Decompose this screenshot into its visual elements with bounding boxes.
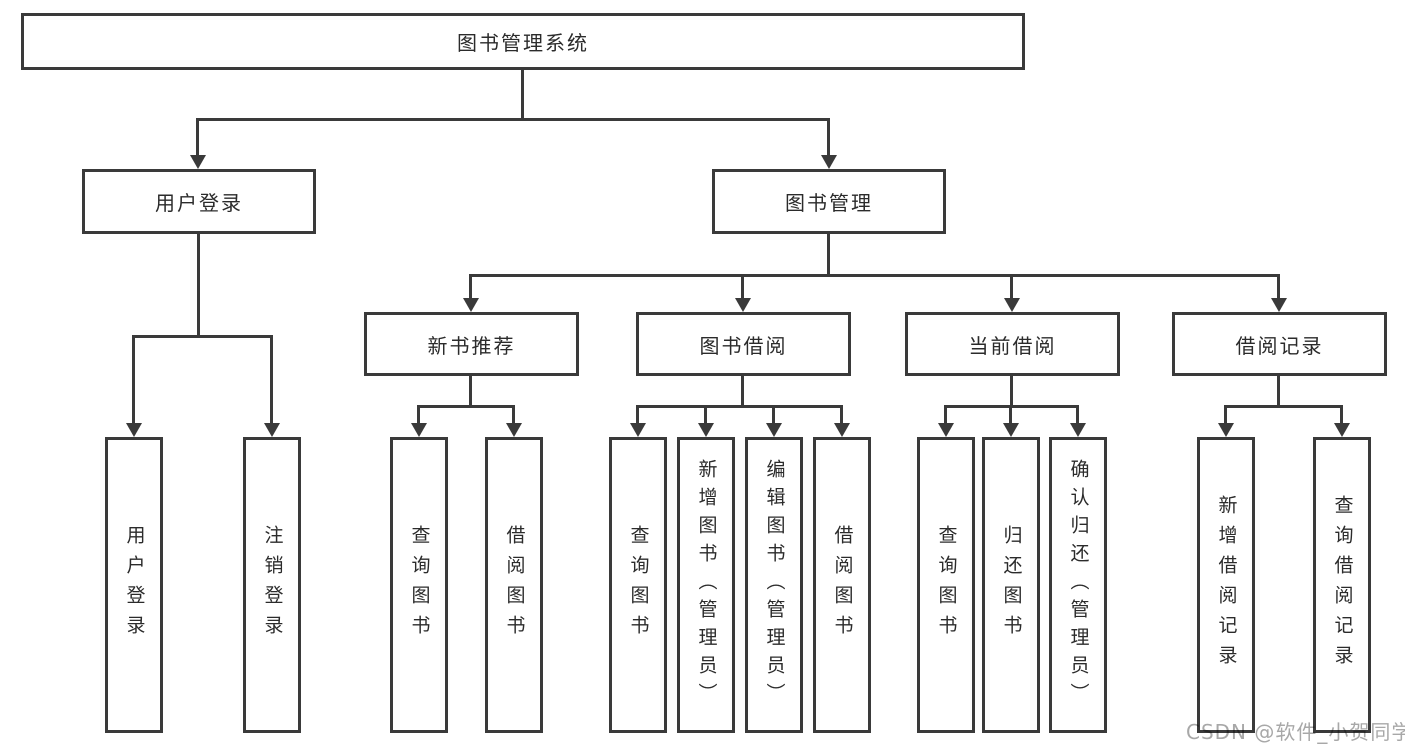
connector-line — [1277, 376, 1280, 408]
connector-branch — [417, 405, 515, 408]
arrow-down-icon — [1003, 423, 1019, 437]
arrow-down-icon — [1218, 423, 1234, 437]
arrow-down-icon — [1004, 298, 1020, 312]
connector-line — [417, 405, 420, 426]
connector-root-stem — [521, 70, 524, 120]
leaf-query-books-borrowing: 查询图书 — [609, 437, 667, 733]
connector-line — [1010, 376, 1013, 408]
node-book-borrowing: 图书借阅 — [636, 312, 851, 376]
connector-root-branch — [196, 118, 830, 121]
arrow-down-icon — [1271, 298, 1287, 312]
node-user-login: 用户登录 — [82, 169, 316, 234]
connector-line — [1009, 405, 1012, 426]
connector-line — [469, 274, 472, 301]
arrow-down-icon — [463, 298, 479, 312]
connector-line — [196, 118, 199, 157]
arrow-down-icon — [1334, 423, 1350, 437]
connector-line — [944, 405, 947, 426]
connector-line — [1340, 405, 1343, 426]
connector-line — [1010, 274, 1013, 301]
connector-line — [741, 376, 744, 408]
leaf-borrow-books-recommend: 借阅图书 — [485, 437, 543, 733]
connector-line — [270, 335, 273, 425]
arrow-down-icon — [1070, 423, 1086, 437]
arrow-down-icon — [766, 423, 782, 437]
arrow-down-icon — [126, 423, 142, 437]
arrow-down-icon — [938, 423, 954, 437]
arrow-down-icon — [821, 155, 837, 169]
arrow-down-icon — [698, 423, 714, 437]
connector-line — [741, 274, 744, 301]
connector-line — [827, 118, 830, 157]
connector-line — [636, 405, 639, 426]
connector-line — [1224, 405, 1227, 426]
leaf-query-borrow-record: 查询借阅记录 — [1313, 437, 1371, 733]
node-book-management: 图书管理 — [712, 169, 946, 234]
connector-line — [132, 335, 135, 425]
leaf-user-login: 用户登录 — [105, 437, 163, 733]
connector-book-mgmt-branch — [469, 274, 1280, 277]
connector-user-login-stem — [197, 234, 200, 338]
leaf-borrow-books-borrowing: 借阅图书 — [813, 437, 871, 733]
arrow-down-icon — [411, 423, 427, 437]
leaf-return-book: 归还图书 — [982, 437, 1040, 733]
leaf-add-borrow-record: 新增借阅记录 — [1197, 437, 1255, 733]
node-root-book-management-system: 图书管理系统 — [21, 13, 1025, 70]
connector-line — [1277, 274, 1280, 301]
watermark: CSDN @软件_小贺同学 — [1186, 720, 1405, 744]
connector-line — [1076, 405, 1079, 426]
leaf-confirm-return-admin: 确认归还（管理员） — [1049, 437, 1107, 733]
arrow-down-icon — [735, 298, 751, 312]
arrow-down-icon — [506, 423, 522, 437]
connector-line — [512, 405, 515, 426]
connector-branch — [1224, 405, 1343, 408]
connector-branch — [636, 405, 843, 408]
connector-line — [772, 405, 775, 426]
connector-book-mgmt-stem — [827, 234, 830, 277]
connector-user-login-branch — [132, 335, 273, 338]
node-borrowing-records: 借阅记录 — [1172, 312, 1387, 376]
leaf-logout: 注销登录 — [243, 437, 301, 733]
connector-line — [840, 405, 843, 426]
leaf-query-books-current: 查询图书 — [917, 437, 975, 733]
arrow-down-icon — [834, 423, 850, 437]
arrow-down-icon — [630, 423, 646, 437]
connector-line — [704, 405, 707, 426]
node-new-book-recommendation: 新书推荐 — [364, 312, 579, 376]
leaf-edit-book-admin: 编辑图书（管理员） — [745, 437, 803, 733]
arrow-down-icon — [264, 423, 280, 437]
leaf-add-book-admin: 新增图书（管理员） — [677, 437, 735, 733]
leaf-query-books-recommend: 查询图书 — [390, 437, 448, 733]
connector-line — [469, 376, 472, 408]
arrow-down-icon — [190, 155, 206, 169]
node-current-borrowing: 当前借阅 — [905, 312, 1120, 376]
